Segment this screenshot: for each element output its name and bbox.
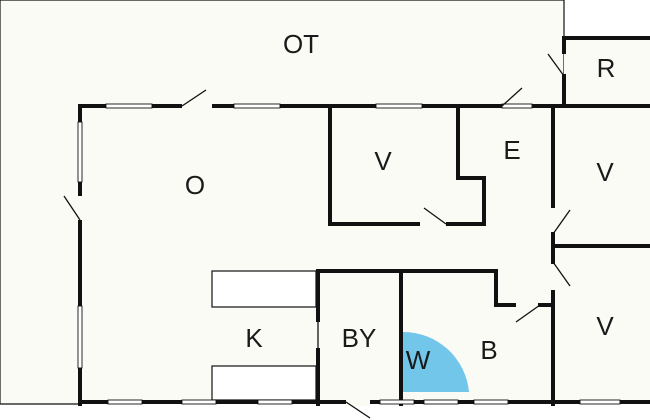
- house-floor: [80, 106, 650, 404]
- doors: [63, 53, 571, 419]
- room-label-k: K: [245, 323, 263, 353]
- kitchen-counter-top: [211, 270, 317, 308]
- room-label-v-middle: V: [374, 146, 392, 176]
- room-label-v-right-top: V: [596, 157, 614, 187]
- room-label-b: B: [480, 335, 497, 365]
- room-label-v-right-bottom: V: [596, 311, 614, 341]
- room-label-ot: OT: [283, 29, 319, 59]
- room-label-by: BY: [342, 323, 377, 353]
- room-label-o: O: [185, 170, 205, 200]
- shower-area: [403, 331, 469, 392]
- room-label-e: E: [503, 135, 520, 165]
- room-label-w: W: [406, 345, 431, 375]
- room-label-r: R: [597, 53, 616, 83]
- annex-room-r: [564, 38, 650, 106]
- windows: [77, 103, 621, 405]
- kitchen-counter-bottom: [211, 365, 317, 401]
- walls: [78, 36, 650, 406]
